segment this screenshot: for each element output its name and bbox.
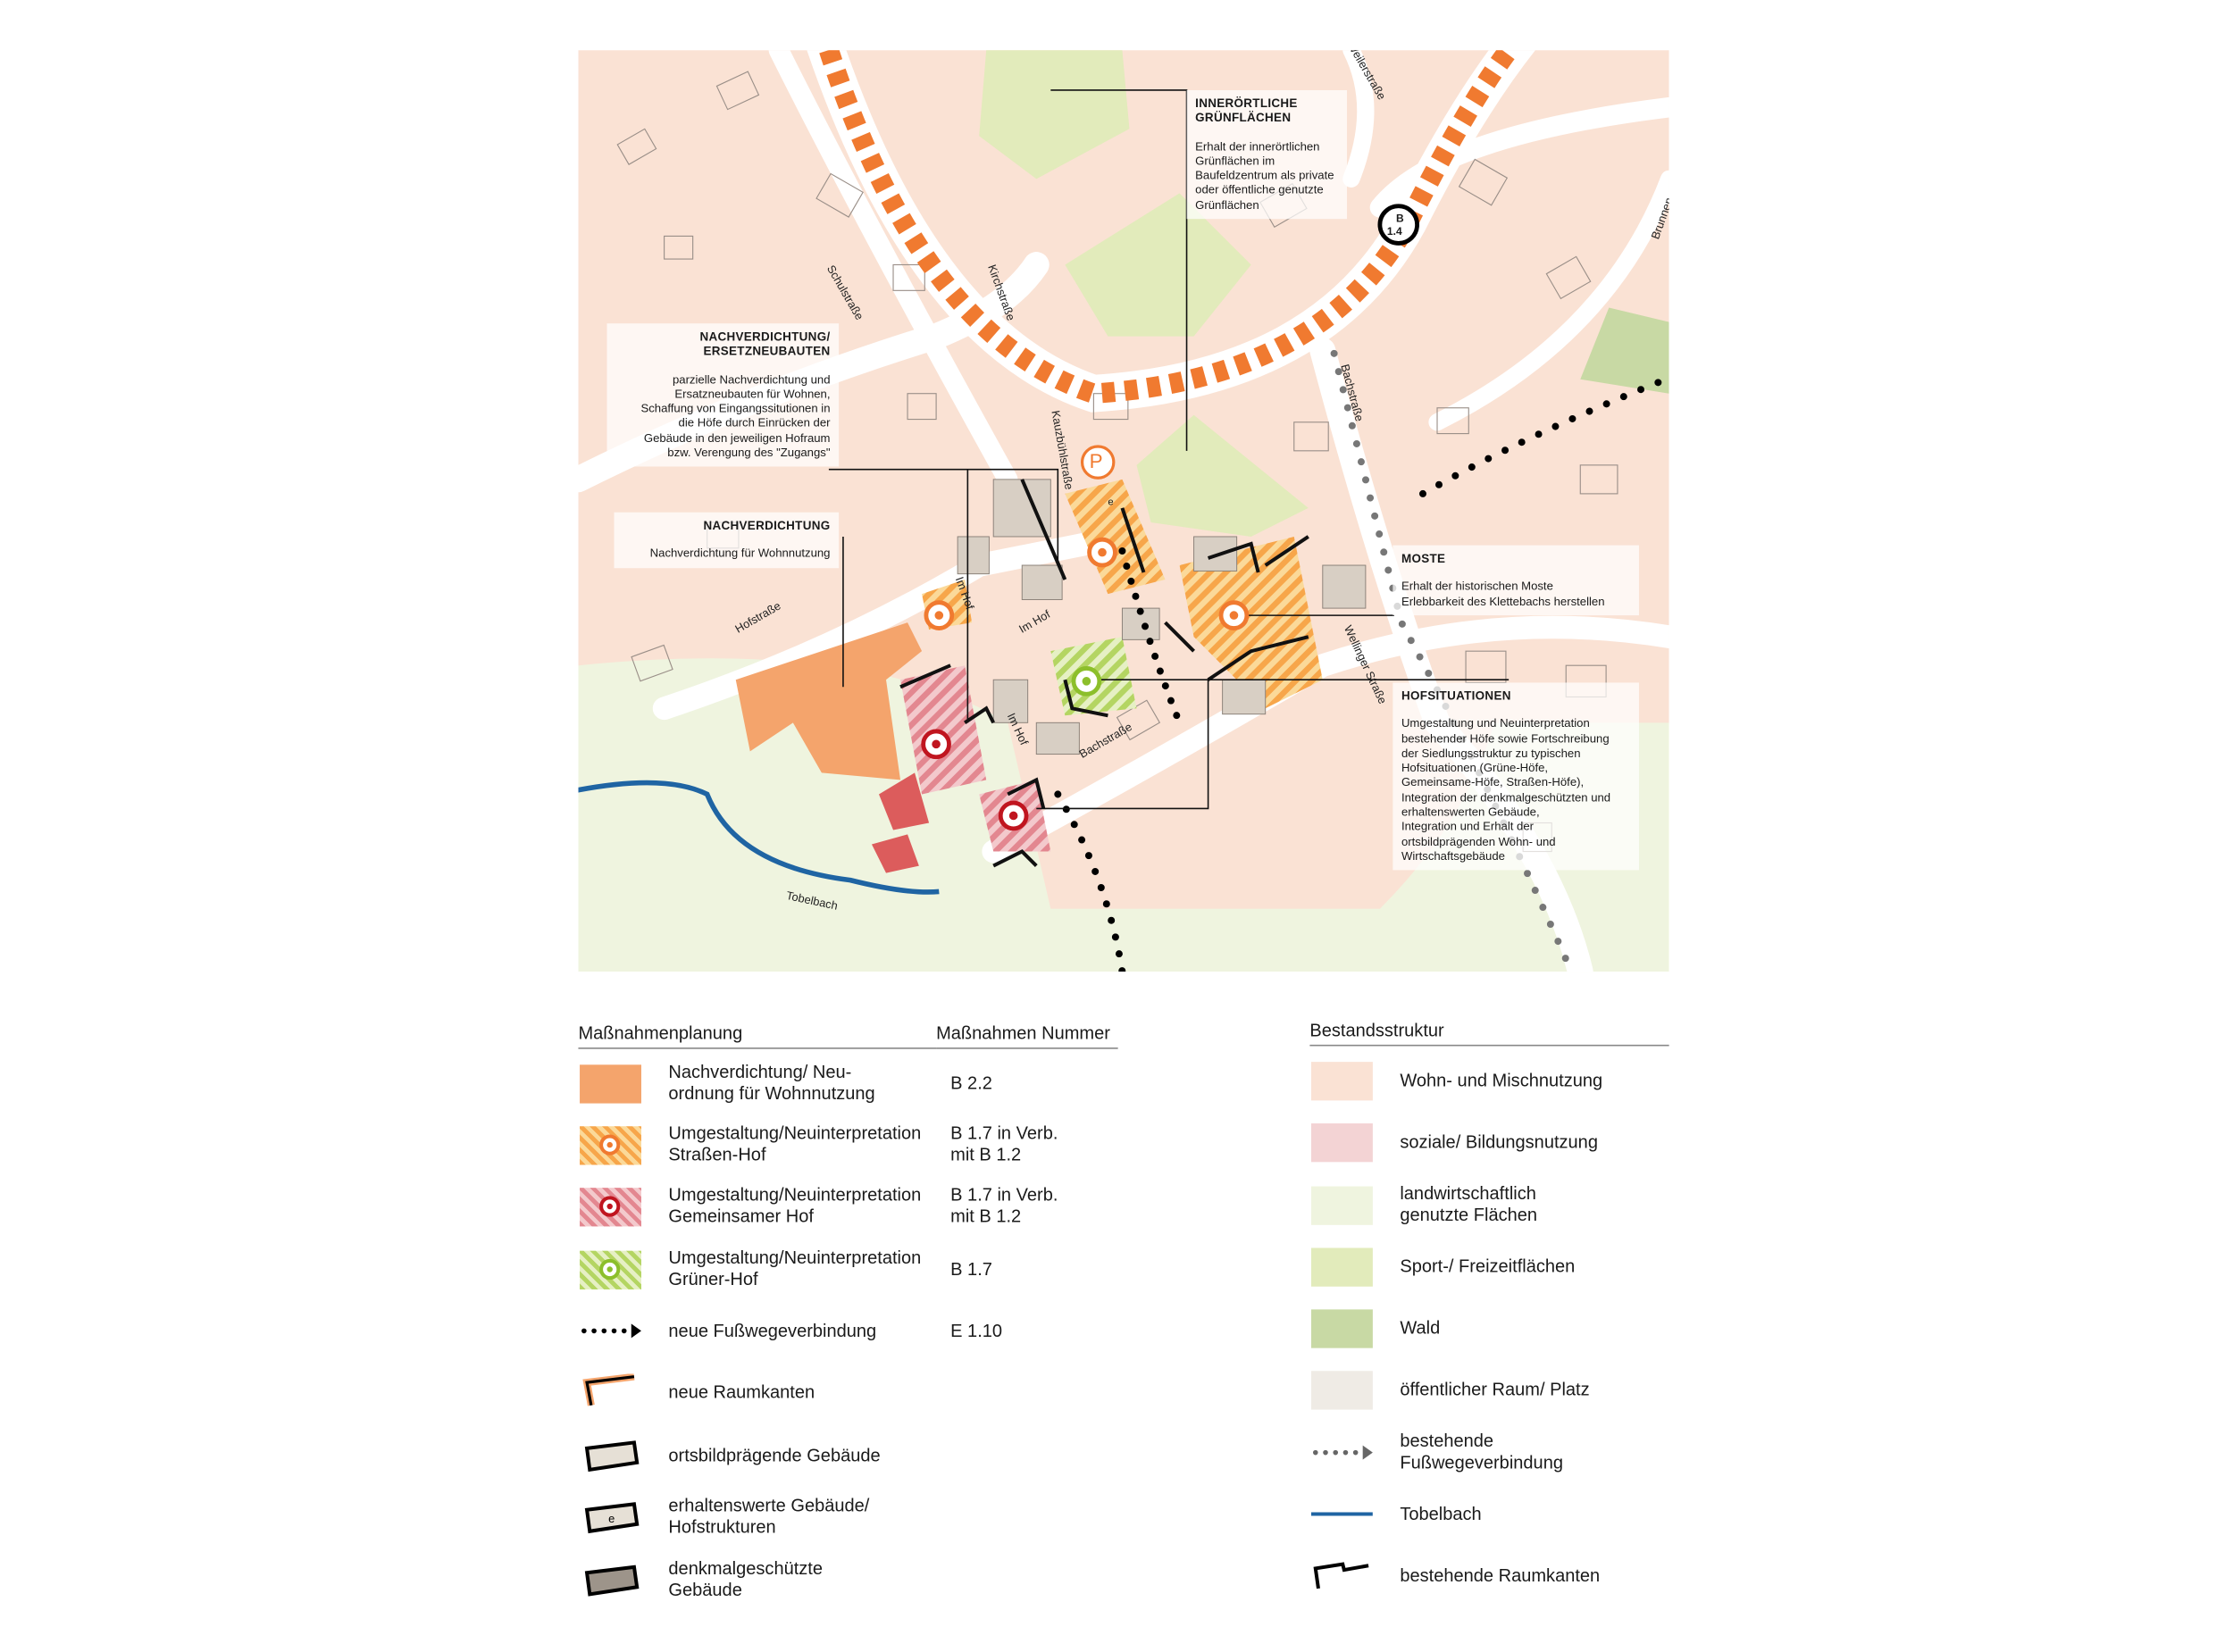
callout-text: Umgestaltung und Neuinterpretation beste… — [1401, 717, 1611, 864]
tobelbach-river — [578, 780, 940, 895]
legend-label: neue Raumkanten — [668, 1382, 815, 1403]
legend-label: bestehende Raumkanten — [1400, 1565, 1601, 1586]
green-hof-swatch — [580, 1250, 641, 1289]
densification-area — [735, 622, 923, 780]
legend-label: neue Fußwegeverbindung — [668, 1321, 877, 1341]
new-footpath-symbol — [581, 1323, 641, 1339]
callout-moste: MOSTE Erhalt der historischen Moste Erle… — [1392, 545, 1639, 615]
callout-title: INNERÖRTLICHE GRÜNFLÄCHEN — [1195, 96, 1298, 125]
densification-swatch — [580, 1064, 641, 1104]
new-footpath — [1118, 546, 1183, 727]
callout-lines — [828, 89, 1510, 810]
existing-room-edge-symbol — [1313, 1562, 1369, 1589]
measure-badge — [1377, 204, 1419, 246]
erhaltenswert-mark: e — [1108, 497, 1114, 508]
legend-label: Sport-/ Freizeitflächen — [1400, 1256, 1576, 1277]
room-edges — [899, 479, 1309, 868]
callout-title: NACHVERDICHTUNG — [703, 518, 831, 533]
callout-text: Erhalt der historischen Moste Erlebbarke… — [1401, 580, 1605, 608]
public-space-swatch — [1310, 1371, 1373, 1410]
callout-ersatzneubauten: NACHVERDICHTUNG/ ERSETZNEUBAUTEN parziel… — [606, 323, 840, 468]
legend-label: Tobelbach — [1400, 1504, 1482, 1524]
sport-green-areas — [979, 50, 1309, 537]
badge-line2: 1.4 — [1386, 224, 1402, 238]
parking-icon — [1080, 445, 1116, 480]
callout-hofsituationen: HOFSITUATIONEN Umgestaltung und Neuinter… — [1392, 682, 1639, 871]
svg-text:e: e — [608, 1512, 615, 1525]
legend-header: Maßnahmenplanung — [578, 1023, 937, 1049]
legend-label: Umgestaltung/Neuinterpretation Straßen-H… — [668, 1123, 922, 1165]
tobelbach-symbol — [1310, 1512, 1373, 1516]
legend-number: B 2.2 — [950, 1072, 992, 1094]
legend-label: Wohn- und Mischnutzung — [1400, 1070, 1603, 1091]
characteristic-building-symbol — [584, 1440, 640, 1473]
legend-number: B 1.7 in Verb. mit B 1.2 — [950, 1123, 1058, 1165]
legend-label: Umgestaltung/Neuinterpretation Grüner-Ho… — [668, 1247, 922, 1289]
public-buildings — [957, 479, 1367, 755]
forest-area — [1580, 307, 1669, 394]
legend-label: Nachverdichtung/ Neu- ordnung für Wohnnu… — [668, 1062, 875, 1104]
street-hof-swatch — [580, 1126, 641, 1165]
social-swatch — [1310, 1123, 1373, 1163]
callout-title: NACHVERDICHTUNG/ ERSETZNEUBAUTEN — [699, 329, 831, 359]
callout-title: HOFSITUATIONEN — [1401, 688, 1511, 703]
callout-text: parzielle Nachverdichtung und Ersatzneub… — [640, 372, 831, 460]
legend-number: E 1.10 — [950, 1321, 1003, 1341]
new-room-edge-symbol — [582, 1373, 635, 1406]
gateway-ring — [819, 50, 1518, 405]
legend-label: landwirtschaftlich genutzte Flächen — [1400, 1183, 1538, 1225]
legend-label: erhaltenswerte Gebäude/ Hofstrukturen — [668, 1495, 870, 1538]
legend-label: Wald — [1400, 1317, 1441, 1339]
legend-number: B 1.7 — [950, 1259, 992, 1280]
social-building — [871, 834, 919, 873]
legend-label: bestehende Fußwegeverbindung — [1400, 1431, 1563, 1473]
existing-footpath-symbol — [1312, 1445, 1373, 1460]
forest-swatch — [1310, 1309, 1373, 1348]
callout-text: Erhalt der innerörtlichen Grünflächen im… — [1195, 139, 1334, 212]
site-plan-map: P B 1.4 e Weilerstraße Schulstraße Kirch… — [578, 50, 1669, 972]
social-building — [878, 772, 930, 830]
badge-line1: B — [1395, 212, 1404, 225]
callout-title: MOSTE — [1401, 551, 1446, 566]
target-markers — [921, 537, 1250, 831]
callout-nachverdichtung: NACHVERDICHTUNG Nachverdichtung für Wohn… — [614, 512, 840, 568]
parking-label: P — [1089, 449, 1103, 472]
legend-label: ortsbildprägende Gebäude — [668, 1445, 881, 1466]
legend-label: soziale/ Bildungsnutzung — [1400, 1131, 1598, 1153]
callout-gruenflaechen: INNERÖRTLICHE GRÜNFLÄCHEN Erhalt der inn… — [1186, 89, 1348, 220]
preservable-building-symbol: e — [584, 1502, 640, 1534]
residential-swatch — [1310, 1062, 1373, 1101]
agricultural-swatch — [1310, 1186, 1373, 1225]
legend-number-header: Maßnahmen Nummer — [936, 1023, 1118, 1049]
listed-building-symbol — [584, 1564, 640, 1597]
callout-text: Nachverdichtung für Wohnnutzung — [649, 546, 831, 561]
sport-swatch — [1310, 1247, 1373, 1287]
legend-label: öffentlicher Raum/ Platz — [1400, 1379, 1590, 1400]
legend-number: B 1.7 in Verb. mit B 1.2 — [950, 1184, 1058, 1227]
shared-hof-swatch — [580, 1188, 641, 1227]
legend-header: Bestandsstruktur — [1309, 1021, 1669, 1047]
legend-label: denkmalgeschützte Gebäude — [668, 1558, 824, 1600]
legend-label: Umgestaltung/Neuinterpretation Gemeinsam… — [668, 1184, 922, 1227]
